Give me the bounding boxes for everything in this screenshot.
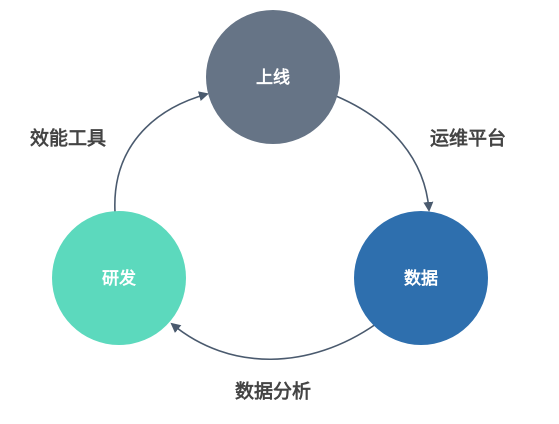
node-data-circle: [354, 211, 488, 345]
edge-label-data-to-dev: 数据分析: [235, 380, 311, 403]
node-data: 数据: [354, 211, 488, 345]
node-data-label: 数据: [404, 268, 438, 289]
node-dev-label: 研发: [102, 268, 137, 289]
arrow-data-to-dev: [170, 322, 377, 361]
node-dev-circle: [52, 211, 186, 345]
node-launch-circle: [206, 10, 340, 144]
arrow-launch-to-data: [335, 95, 434, 212]
edge-label-launch-to-data: 运维平台: [430, 127, 506, 150]
node-launch: 上线: [206, 10, 340, 144]
arrow-dev-to-launch: [114, 91, 209, 213]
edge-label-dev-to-launch: 效能工具: [30, 127, 106, 150]
node-launch-label: 上线: [256, 67, 290, 88]
node-dev: 研发: [52, 211, 186, 345]
